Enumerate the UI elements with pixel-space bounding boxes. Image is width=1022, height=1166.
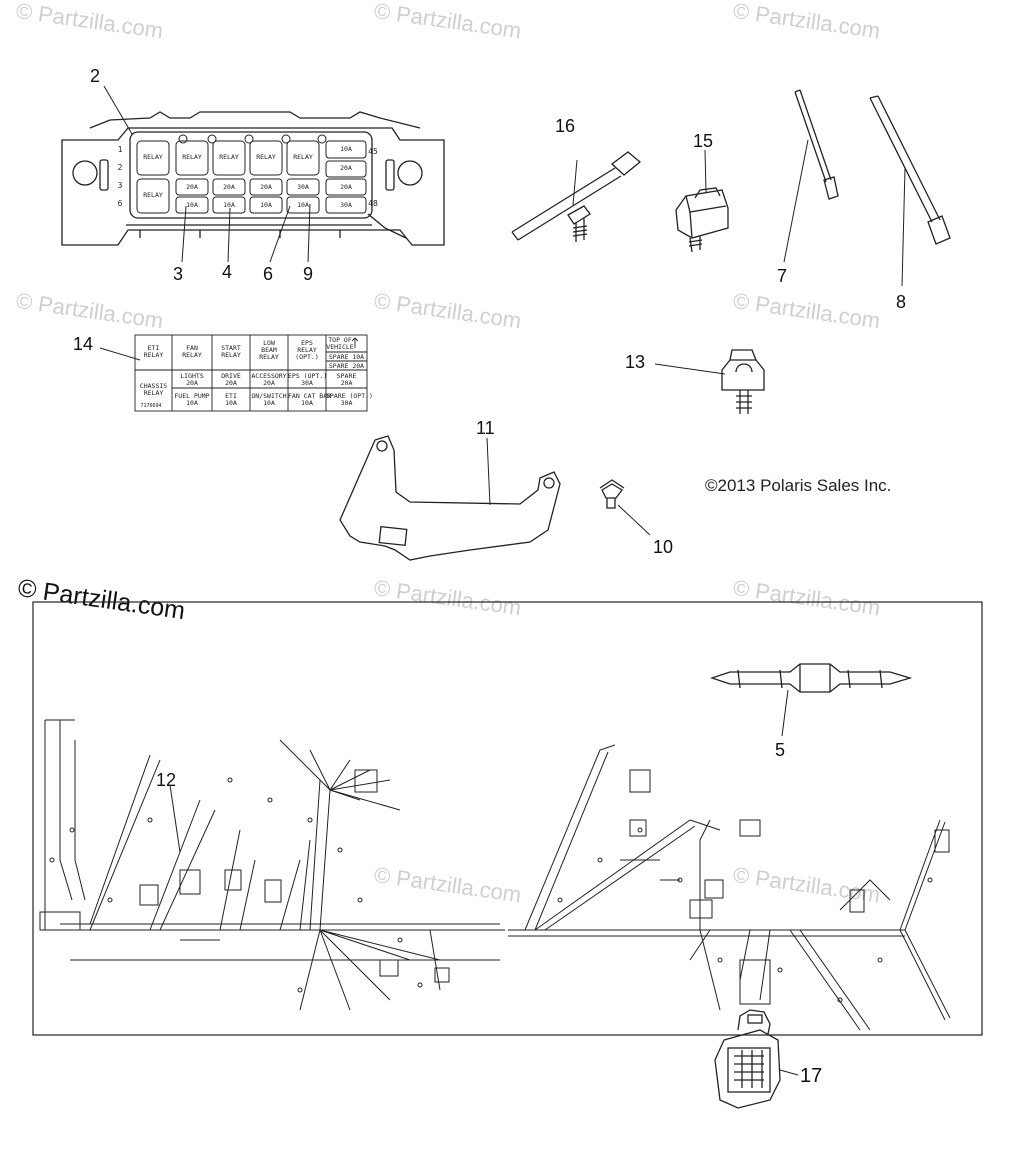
- callout-11: 11: [476, 418, 495, 438]
- fuse-label: RELAY: [182, 153, 202, 161]
- decal-cell: ON/SWITCH 10A: [251, 392, 287, 407]
- fuse-label: 20A: [186, 183, 198, 191]
- fuse-label: 20A: [340, 183, 352, 191]
- harness-frame: [32, 601, 983, 1036]
- fuse-label: 20A: [260, 183, 272, 191]
- connector-clip-drawing: [675, 149, 729, 253]
- copyright-notice: ©2013 Polaris Sales Inc.: [705, 476, 892, 495]
- decal-cell: ACCESSORY 20A: [251, 372, 287, 387]
- decal-cell: FAN CAT BAR 10A: [288, 392, 332, 407]
- callout-7: 7: [777, 266, 788, 286]
- key-switch-drawing: [714, 1009, 799, 1109]
- decal-cell: DRIVE 20A: [221, 372, 241, 387]
- decal-cell: TOP OF VEHICLE: [326, 336, 354, 351]
- callout-5: 5: [775, 740, 786, 760]
- fuse-label: RELAY: [293, 153, 313, 161]
- fuse-label: 20A: [223, 183, 235, 191]
- decal-cell: SPARE 20A: [328, 362, 365, 370]
- decal-cell: EPS RELAY (OPT.): [295, 339, 319, 361]
- bracket-drawing: [339, 435, 561, 561]
- decal-cell: LIGHTS 20A: [180, 372, 204, 387]
- fuse-label: RELAY: [256, 153, 276, 161]
- callout-17: 17: [800, 1065, 823, 1087]
- callout-12: 12: [156, 770, 177, 790]
- callout-14: 14: [73, 334, 94, 354]
- fuse-row-number: 48: [368, 199, 378, 208]
- fuse-row-number: 2: [117, 163, 123, 172]
- fuse-label: RELAY: [219, 153, 239, 161]
- fuse-label: 10A: [340, 145, 352, 153]
- callout-10: 10: [653, 537, 674, 557]
- fuse-label: 10A: [260, 201, 272, 209]
- fuse-label: 10A: [186, 201, 198, 209]
- decal-cell: FAN RELAY: [182, 344, 202, 359]
- fuse-row-number: 6: [117, 199, 123, 208]
- decal-cell: SPARE 10A: [328, 353, 365, 361]
- inline-fuse-holder-drawing: [709, 663, 913, 737]
- decal-part-number: 7176694: [140, 403, 162, 409]
- fuse-row-number: 45: [368, 147, 378, 156]
- callout-13: 13: [625, 352, 646, 372]
- decal-cell: FUEL PUMP 10A: [174, 392, 210, 407]
- decal-cell: SPARE 20A: [336, 372, 357, 387]
- tie-strap-mount-drawing: [511, 151, 642, 242]
- fuse-label: 30A: [297, 183, 309, 191]
- fuse-label: RELAY: [143, 191, 163, 199]
- callout-16: 16: [555, 116, 576, 136]
- fuse-label: 10A: [223, 201, 235, 209]
- wiring-harness-right-drawing: [508, 744, 951, 1031]
- decal-cell: ETI RELAY: [143, 344, 164, 359]
- fuse-label: 20A: [340, 164, 352, 172]
- callout-4: 4: [222, 262, 233, 282]
- fuse-row-number: 1: [117, 145, 123, 154]
- decal-cell: SPARE (OPT.) 30A: [326, 392, 373, 407]
- decal-cell: ETI 10A: [225, 392, 237, 407]
- fuse-label: RELAY: [143, 153, 163, 161]
- push-clip-drawing: [654, 349, 765, 414]
- fuse-label: 10A: [297, 201, 309, 209]
- decal-cell: EPS (OPT.) 30A: [288, 372, 328, 387]
- callout-6: 6: [263, 264, 274, 284]
- callout-15: 15: [693, 131, 714, 151]
- push-rivet-drawing: [599, 479, 651, 536]
- fuse-decal-drawing: [99, 334, 368, 412]
- wiring-harness-left-drawing: [39, 719, 505, 1011]
- fuse-label: 30A: [340, 201, 352, 209]
- decal-cell: CHASSIS RELAY: [139, 382, 168, 397]
- decal-cell: LOW BEAM RELAY: [259, 339, 279, 361]
- fuse-row-number: 3: [117, 181, 123, 190]
- callout-2: 2: [90, 66, 101, 86]
- tie-strap-small-drawing: [783, 89, 839, 263]
- callout-8: 8: [896, 292, 907, 312]
- callout-3: 3: [173, 264, 184, 284]
- callout-9: 9: [303, 264, 314, 284]
- decal-cell: START RELAY: [221, 344, 241, 359]
- tie-strap-large-drawing: [869, 95, 951, 287]
